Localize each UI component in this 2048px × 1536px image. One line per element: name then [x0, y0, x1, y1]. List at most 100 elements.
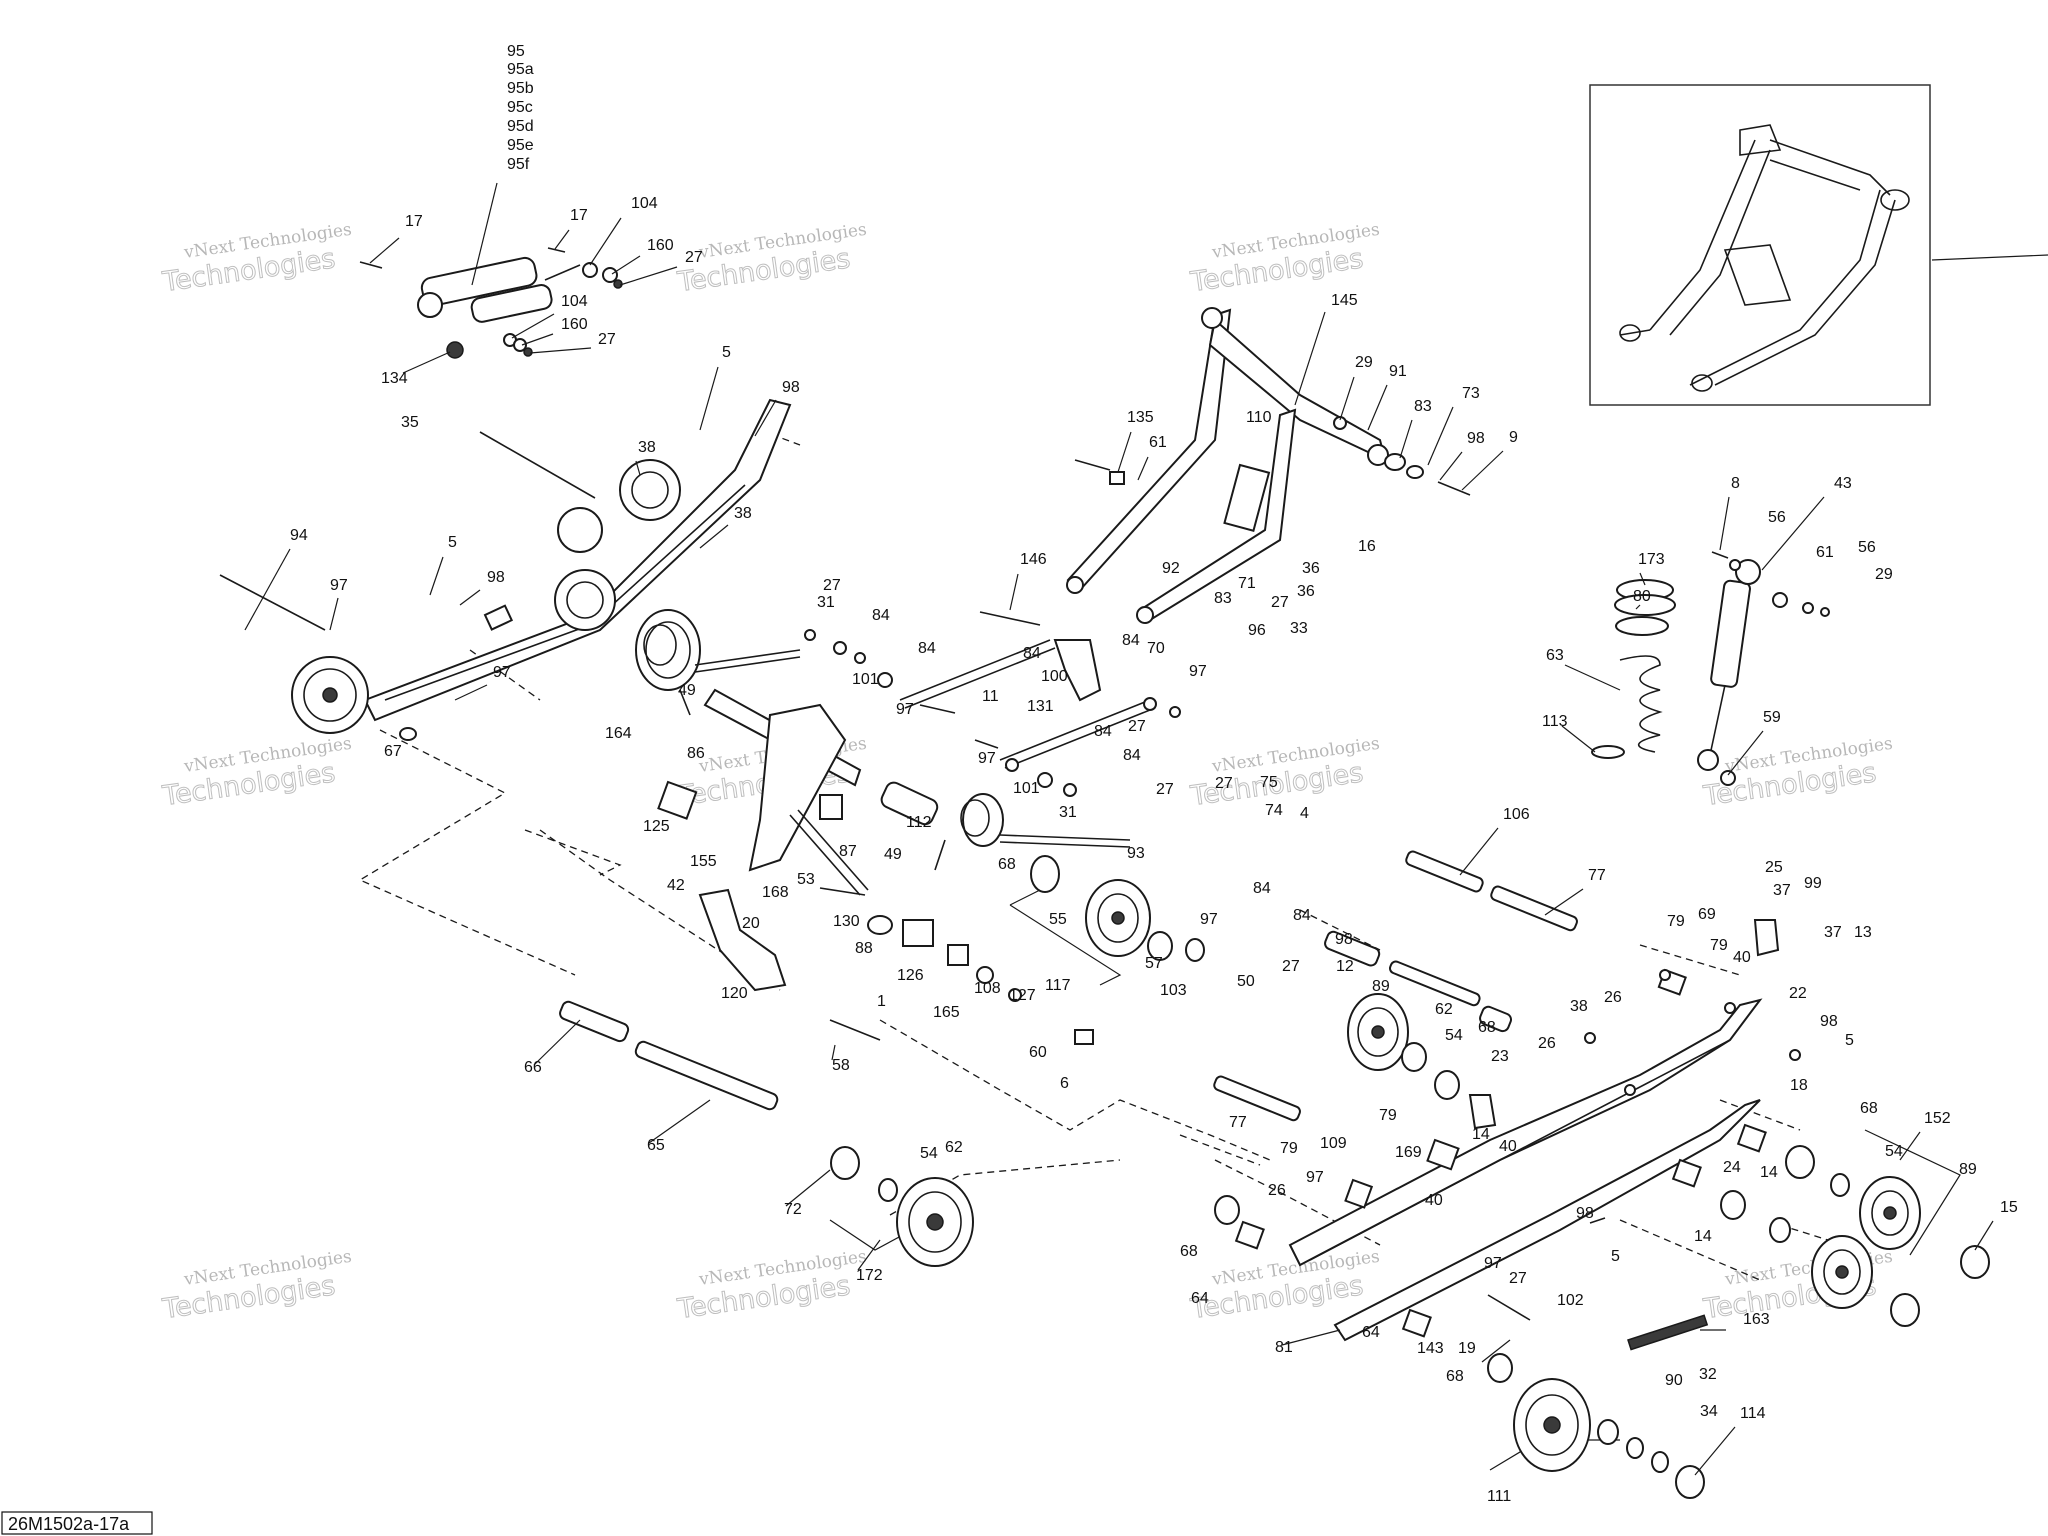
part-number-label: 97: [1189, 663, 1207, 680]
part-number-label: 95a: [507, 61, 534, 78]
part-number-label: 80: [1633, 588, 1651, 605]
part-number-label: 68: [1860, 1100, 1878, 1117]
part-number-label: 27: [1271, 594, 1289, 611]
part-number-label: 17: [405, 213, 423, 230]
part-number-label: 26: [1604, 989, 1622, 1006]
part-number-label: 83: [1214, 590, 1232, 607]
part-number-label: 26: [1268, 1182, 1286, 1199]
part-number-label: 15: [2000, 1199, 2018, 1216]
part-number-label: 50: [1237, 973, 1255, 990]
part-number-label: 31: [817, 594, 835, 611]
part-number-label: 131: [1027, 698, 1054, 715]
watermark: vNext Technologies Technologies: [675, 1247, 868, 1326]
part-number-label: 108: [974, 980, 1001, 997]
inset-overview: [1589, 84, 2048, 406]
part-number-label: 130: [833, 913, 860, 930]
part-number-label: 33: [1290, 620, 1308, 637]
part-number-label: 95d: [507, 118, 534, 135]
part-number-label: 112: [906, 814, 932, 831]
part-number-label: 95c: [507, 99, 533, 116]
part-number-label: 89: [1372, 978, 1390, 995]
part-number-label: 53: [797, 871, 815, 888]
part-number-label: 5: [722, 344, 731, 361]
part-number-label: 79: [1710, 937, 1728, 954]
part-number-label: 95b: [507, 80, 534, 97]
part-number-label: 31: [1059, 804, 1077, 821]
part-number-label: 97: [1306, 1169, 1324, 1186]
front-arm-145: [1066, 307, 1471, 624]
part-number-label: 98: [1335, 931, 1353, 948]
part-number-label: 20: [742, 915, 760, 932]
left-front-rail-assembly: [219, 398, 792, 741]
wheel-172-group: [830, 1146, 974, 1267]
part-number-label: 84: [1023, 645, 1041, 662]
part-number-label: 68: [1478, 1019, 1496, 1036]
part-number-label: 160: [647, 237, 674, 254]
part-number-label: 135: [1127, 409, 1154, 426]
part-number-label: 92: [1162, 560, 1180, 577]
part-number-label: 95: [507, 43, 525, 60]
watermark: vNext Technologies Technologies: [160, 1247, 353, 1326]
part-number-label: 27: [1215, 775, 1233, 792]
part-number-label: 87: [839, 843, 857, 860]
part-number-label: 60: [1029, 1044, 1047, 1061]
part-number-label: 14: [1472, 1126, 1490, 1143]
part-number-label: 97: [896, 701, 914, 718]
part-number-label: 126: [897, 967, 924, 984]
part-number-label: 27: [685, 249, 703, 266]
part-number-label: 98: [1576, 1205, 1594, 1222]
part-number-label: 54: [920, 1145, 938, 1162]
part-number-label: 95f: [507, 156, 530, 173]
part-number-label: 109: [1320, 1135, 1347, 1152]
part-number-label: 110: [1246, 409, 1272, 426]
part-number-label: 9: [1509, 429, 1518, 446]
part-number-label: 23: [1491, 1048, 1509, 1065]
part-number-label: 101: [1013, 780, 1040, 797]
part-number-label: 160: [561, 316, 588, 333]
center-shock-spring: [1591, 551, 1830, 786]
part-number-label: 67: [384, 743, 402, 760]
part-number-label: 77: [1229, 1114, 1247, 1131]
part-number-label: 32: [1699, 1366, 1717, 1383]
part-number-label: 61: [1816, 544, 1834, 561]
part-number-label: 168: [762, 884, 789, 901]
part-number-label: 172: [856, 1267, 883, 1284]
part-number-label: 93: [1127, 845, 1145, 862]
part-number-label: 165: [933, 1004, 960, 1021]
right-rear-rail-assembly: [1234, 919, 1801, 1342]
part-number-label: 73: [1462, 385, 1480, 402]
part-number-label: 98: [487, 569, 505, 586]
part-number-label: 1: [877, 993, 886, 1010]
part-number-label: 11: [982, 688, 999, 705]
part-number-label: 38: [734, 505, 752, 522]
part-number-label: 27: [823, 577, 841, 594]
part-number-label: 84: [1122, 632, 1140, 649]
part-number-label: 89: [1959, 1161, 1977, 1178]
part-number-label: 143: [1417, 1340, 1444, 1357]
part-number-label: 173: [1638, 551, 1665, 568]
part-number-label: 36: [1297, 583, 1315, 600]
part-number-label: 62: [945, 1139, 963, 1156]
part-number-label: 38: [638, 439, 656, 456]
part-number-label: 84: [1094, 723, 1112, 740]
drawing-code: 26M1502a-17a: [8, 1514, 130, 1534]
part-number-label: 97: [330, 577, 348, 594]
part-number-label: 25: [1765, 859, 1783, 876]
part-number-label: 152: [1924, 1110, 1951, 1127]
part-number-label: 5: [1611, 1248, 1620, 1265]
part-number-label: 114: [1740, 1405, 1766, 1422]
right-idler-wheels: [1214, 993, 1990, 1499]
part-number-label: 97: [978, 750, 996, 767]
part-number-label: 55: [1049, 911, 1067, 928]
part-number-label: 169: [1395, 1144, 1422, 1161]
part-number-label: 84: [1293, 907, 1311, 924]
rear-shock-absorber: [359, 247, 623, 359]
part-number-label: 14: [1694, 1228, 1712, 1245]
center-mount-brackets: [698, 887, 1094, 1045]
part-number-label: 94: [290, 527, 308, 544]
part-number-label: 79: [1667, 913, 1685, 930]
part-number-label: 68: [1180, 1243, 1198, 1260]
watermark: vNext Technologies Technologies: [1188, 220, 1381, 299]
part-number-label: 104: [561, 293, 588, 310]
